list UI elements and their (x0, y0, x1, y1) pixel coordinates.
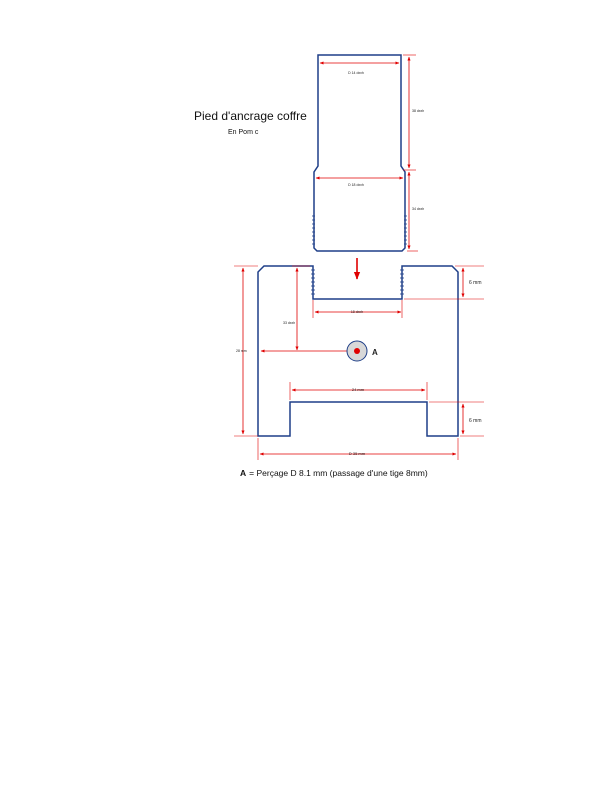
legend-text: = Perçage D 8.1 mm (passage d'une tige 8… (249, 468, 428, 478)
dim-top-diameter: D 14 dxxh (348, 71, 364, 75)
dim-bottom-length: 34 dxxh (412, 207, 424, 211)
dim-inner-width: 24 mm (352, 387, 365, 392)
slot-thread-right (400, 269, 404, 295)
dim-top-length: 38 dxxh (412, 109, 424, 113)
dim-slot-width: 18 dxxh (351, 310, 363, 314)
drawing-subtitle: En Pom c (228, 129, 259, 136)
tube-thread-right (404, 215, 407, 245)
dim-top-step: 6 mm (469, 280, 482, 286)
dim-total-height: 28 mm (236, 349, 247, 353)
hole-center-mark (354, 348, 360, 354)
tube-outline (313, 54, 406, 252)
legend-key: A (240, 468, 247, 478)
legend: A= Perçage D 8.1 mm (passage d'une tige … (240, 468, 428, 478)
slot-thread-left (311, 269, 315, 295)
base-outline (257, 265, 459, 437)
hole-label: A (372, 348, 378, 357)
drawing-title: Pied d'ancrage coffre (194, 109, 307, 123)
dim-bottom-step: 6 mm (469, 418, 482, 424)
tube-thread-left (312, 215, 315, 245)
dim-bottom-diameter: D 18 dxxh (348, 183, 364, 187)
dim-total-width: D 35 mm (349, 451, 366, 456)
dim-slot-depth: 33 dxxh (283, 321, 295, 325)
